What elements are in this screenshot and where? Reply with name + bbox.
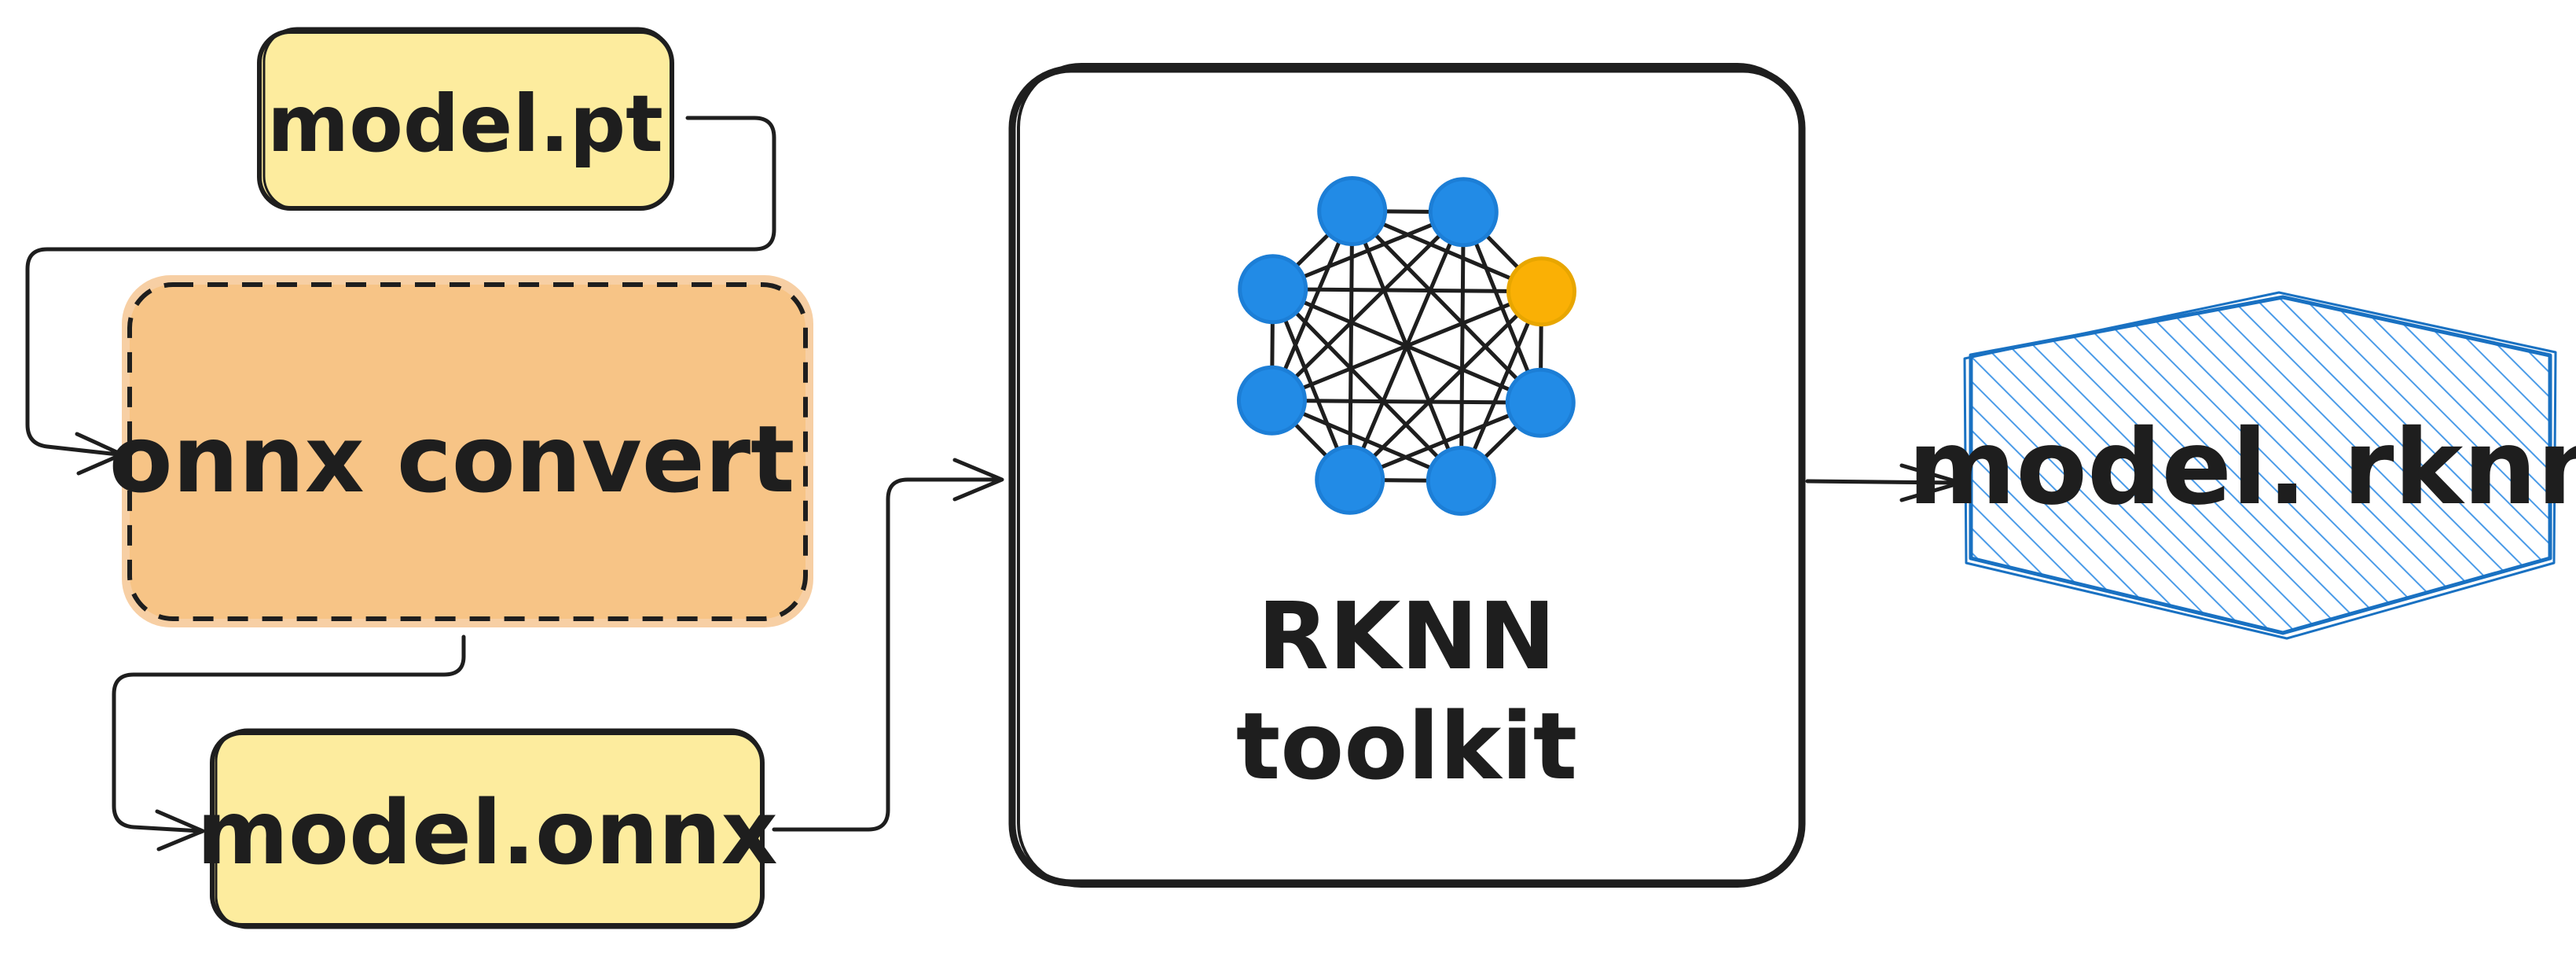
node-model-rknn-sketch-line [1963,291,2557,640]
arrowhead-rknn-toolkit [952,458,1004,502]
network-node-highlighted [1506,256,1577,327]
node-model-rknn-hexagon [1969,295,2552,635]
connector-model-onnx-to-rknn [772,477,1002,832]
network-node [1426,446,1496,517]
network-node [1317,175,1388,246]
node-onnx-convert: onnx convert [109,275,813,627]
network-edge [1348,208,1355,482]
node-rknn-toolkit-sketch-line [1017,63,1802,888]
network-node [1315,444,1385,515]
node-model-onnx-label: model.onnx [196,782,777,885]
connector-onnx-convert-to-model-onnx [112,634,466,833]
network-node [1236,365,1307,436]
connector-rknn-to-model-rknn [1805,479,1959,485]
network-edge [1459,210,1466,484]
node-model-pt: model.pt [257,27,674,211]
node-model-pt-sketch-line [262,27,673,211]
arrowhead-model-onnx [155,809,205,851]
neural-network-icon [1236,175,1577,517]
network-edge [1269,398,1543,405]
connector-pt-to-onnx-convert [25,116,776,457]
node-onnx-convert-box [127,282,808,621]
node-model-onnx-sketch-line [215,728,764,929]
node-model-rknn-label: model. rknn [1908,407,2576,528]
network-edge [1271,287,1544,294]
network-edge [1271,287,1463,484]
arrowhead-model-rknn [1899,463,1963,502]
node-model-pt-label: model.pt [267,78,663,170]
node-model-rknn: model. rknn [1908,291,2576,640]
network-node [1238,254,1308,325]
node-model-onnx: model.onnx [196,728,778,929]
node-rknn-toolkit-label-line2: toolkit [1236,692,1577,800]
network-node [1505,367,1576,438]
node-rknn-toolkit: RKNN toolkit [1008,63,1806,888]
node-rknn-toolkit-label-line1: RKNN [1257,582,1556,690]
network-edge [1271,287,1543,405]
network-node [1428,177,1499,248]
node-onnx-convert-label: onnx convert [109,405,795,513]
